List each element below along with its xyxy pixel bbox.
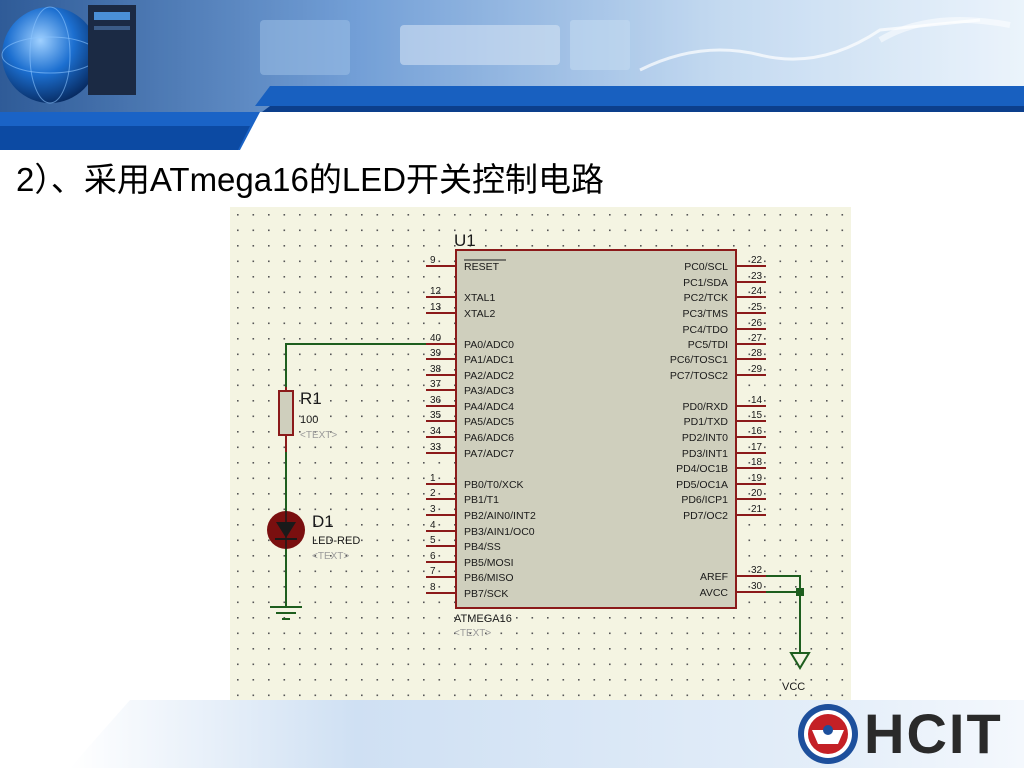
hcit-emblem-icon — [798, 704, 858, 764]
pin-name: PD7/OC2 — [683, 510, 728, 522]
pin-name: PB7/SCK — [464, 588, 508, 600]
pin-number: 3 — [430, 504, 436, 515]
pin-name: PB1/T1 — [464, 494, 499, 506]
pin-name: PA5/ADC5 — [464, 416, 514, 428]
pin-name: PD5/OC1A — [676, 479, 728, 491]
pin-number: 12 — [430, 286, 442, 297]
pin-name: PB4/SS — [464, 541, 501, 553]
pin-name: AREF — [700, 571, 728, 583]
pin-name: PB3/AIN1/OC0 — [464, 526, 535, 538]
pin-name: PA1/ADC1 — [464, 354, 514, 366]
ground-symbol — [270, 606, 302, 620]
pin-name: PC2/TCK — [684, 292, 728, 304]
pin-name: RESET — [464, 261, 500, 273]
pin-name: PB6/MISO — [464, 572, 514, 584]
pin-name: PD1/TXD — [684, 416, 729, 428]
d1-ref-label: D1 — [312, 512, 334, 531]
pin-number: 7 — [430, 566, 436, 577]
pin-name: PA4/ADC4 — [464, 401, 514, 413]
pin-name: PC1/SDA — [683, 277, 728, 289]
pin-name: PB5/MOSI — [464, 557, 514, 569]
circuit-schematic: U1 ATMEGA16 <TEXT> 9RESET12XTAL113XTAL24… — [230, 207, 851, 702]
r1-value-label: 100 — [300, 414, 318, 426]
pin-number: 22 — [751, 255, 763, 266]
pin-number: 40 — [430, 333, 442, 344]
r1-ref-label: R1 — [300, 389, 322, 408]
pin-name: PC3/TMS — [682, 308, 728, 320]
pin-number: 34 — [430, 426, 442, 437]
hcit-logo-text: HCIT — [864, 702, 1003, 765]
pin-number: 6 — [430, 551, 436, 562]
pin-number: 29 — [751, 364, 763, 375]
pin-number: 27 — [751, 333, 763, 344]
pin-number: 25 — [751, 302, 763, 313]
header-banner — [0, 0, 1024, 150]
chip-text-placeholder: <TEXT> — [454, 628, 491, 639]
pin-name: PA2/ADC2 — [464, 370, 514, 382]
pin-number: 37 — [430, 379, 442, 390]
pin-name: XTAL2 — [464, 308, 495, 320]
r1-text-placeholder: <TEXT> — [300, 430, 337, 441]
pin-number: 21 — [751, 504, 763, 515]
d1-text-placeholder: <TEXT> — [312, 551, 349, 562]
pin-name: PD4/OC1B — [676, 463, 728, 475]
pin-number: 33 — [430, 442, 442, 453]
pin-number: 4 — [430, 520, 436, 531]
pin-name: PA3/ADC3 — [464, 385, 514, 397]
pin-number: 24 — [751, 286, 763, 297]
pin-number: 15 — [751, 410, 763, 421]
pin-number: 19 — [751, 473, 763, 484]
pin-number: 39 — [430, 348, 442, 359]
pin-number: 26 — [751, 318, 763, 329]
pin-number: 28 — [751, 348, 763, 359]
pin-name: PD0/RXD — [682, 401, 728, 413]
atmega16-chip — [455, 249, 737, 609]
pin-number: 32 — [751, 565, 763, 576]
pin-name: PD3/INT1 — [682, 448, 728, 460]
pin-number: 35 — [430, 410, 442, 421]
pin-number: 1 — [430, 473, 436, 484]
pin-number: 5 — [430, 535, 436, 546]
pin-name: PD6/ICP1 — [681, 494, 728, 506]
pin-name: PA7/ADC7 — [464, 448, 514, 460]
pin-name: PA6/ADC6 — [464, 432, 514, 444]
pin-name: XTAL1 — [464, 292, 495, 304]
chip-left-pins: 9RESET12XTAL113XTAL240PA0/ADC039PA1/ADC1… — [426, 255, 536, 600]
resistor-r1 — [278, 390, 294, 436]
d1-value-label: LED-RED — [312, 535, 360, 547]
pin-name: PC7/TOSC2 — [670, 370, 728, 382]
pin-number: 9 — [430, 255, 436, 266]
pin-number: 14 — [751, 395, 763, 406]
pin-name: PC6/TOSC1 — [670, 354, 728, 366]
pin-number: 20 — [751, 488, 763, 499]
vcc-label: VCC — [782, 681, 805, 693]
pin-number: 18 — [751, 457, 763, 468]
chip-part-label: ATMEGA16 — [454, 613, 512, 625]
pin-number: 36 — [430, 395, 442, 406]
pin-number: 16 — [751, 426, 763, 437]
pin-number: 23 — [751, 271, 763, 282]
pin-number: 38 — [430, 364, 442, 375]
pin-number: 13 — [430, 302, 442, 313]
pin-name: PB0/T0/XCK — [464, 479, 524, 491]
pin-number: 2 — [430, 488, 436, 499]
pin-name: PA0/ADC0 — [464, 339, 514, 351]
pin-number: 30 — [751, 581, 763, 592]
pin-name: PC4/TDO — [682, 324, 728, 336]
pin-name: PD2/INT0 — [682, 432, 728, 444]
slide-title: 2）、采用ATmega16的LED开关控制电路 — [16, 161, 605, 198]
wire-aref-avcc — [766, 575, 801, 593]
footer-bar — [70, 700, 1024, 768]
chip-ref-label: U1 — [454, 231, 476, 250]
pin-number: 17 — [751, 442, 763, 453]
pin-name: PC0/SCL — [684, 261, 728, 273]
pin-name: PB2/AIN0/INT2 — [464, 510, 536, 522]
pin-number: 8 — [430, 582, 436, 593]
vcc-terminal — [789, 652, 811, 670]
pin-name: AVCC — [700, 587, 729, 599]
wire-pa0-to-r1 — [285, 343, 426, 387]
pin-name: PC5/TDI — [688, 339, 728, 351]
